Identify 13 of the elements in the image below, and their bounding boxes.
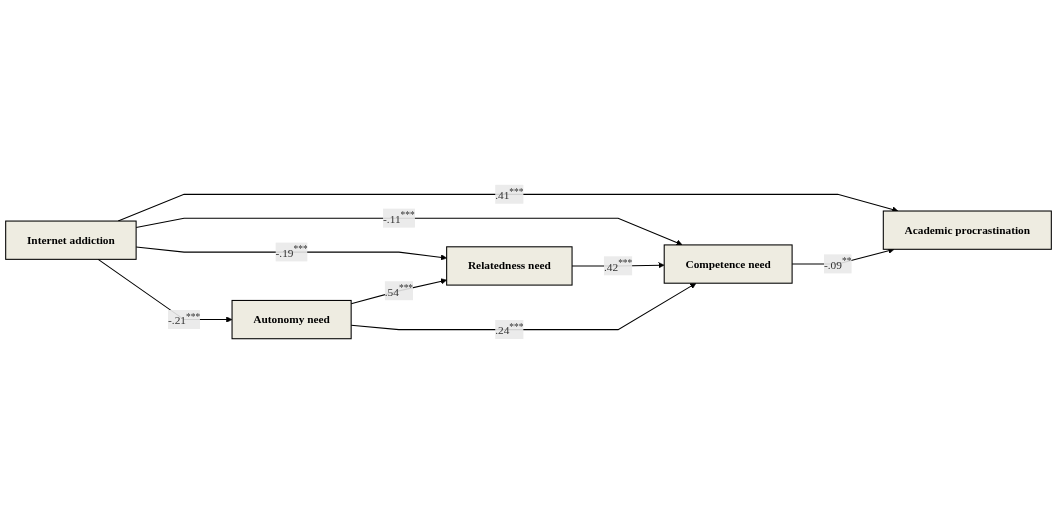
node-box: Autonomy need [231, 299, 352, 340]
edge-label: .42$^{***}$ [603, 257, 633, 273]
edge-label: -.21$^{***}$ [168, 311, 201, 327]
node-box: Academic procrastination [882, 210, 1052, 250]
edge-label: -.09$^{**}$ [824, 255, 852, 271]
edge-label: .24$^{***}$ [495, 321, 524, 337]
edge-label: -.11$^{***}$ [383, 209, 415, 226]
node-box: Relatedness need [446, 246, 573, 286]
node-box: Internet addiction [5, 220, 137, 260]
edge-label: -.19$^{***}$ [275, 243, 308, 259]
node-box: Competence need [663, 244, 793, 284]
edge-label: .54$^{***}$ [384, 282, 414, 298]
edge-label: .41$^{***}$ [495, 186, 524, 202]
